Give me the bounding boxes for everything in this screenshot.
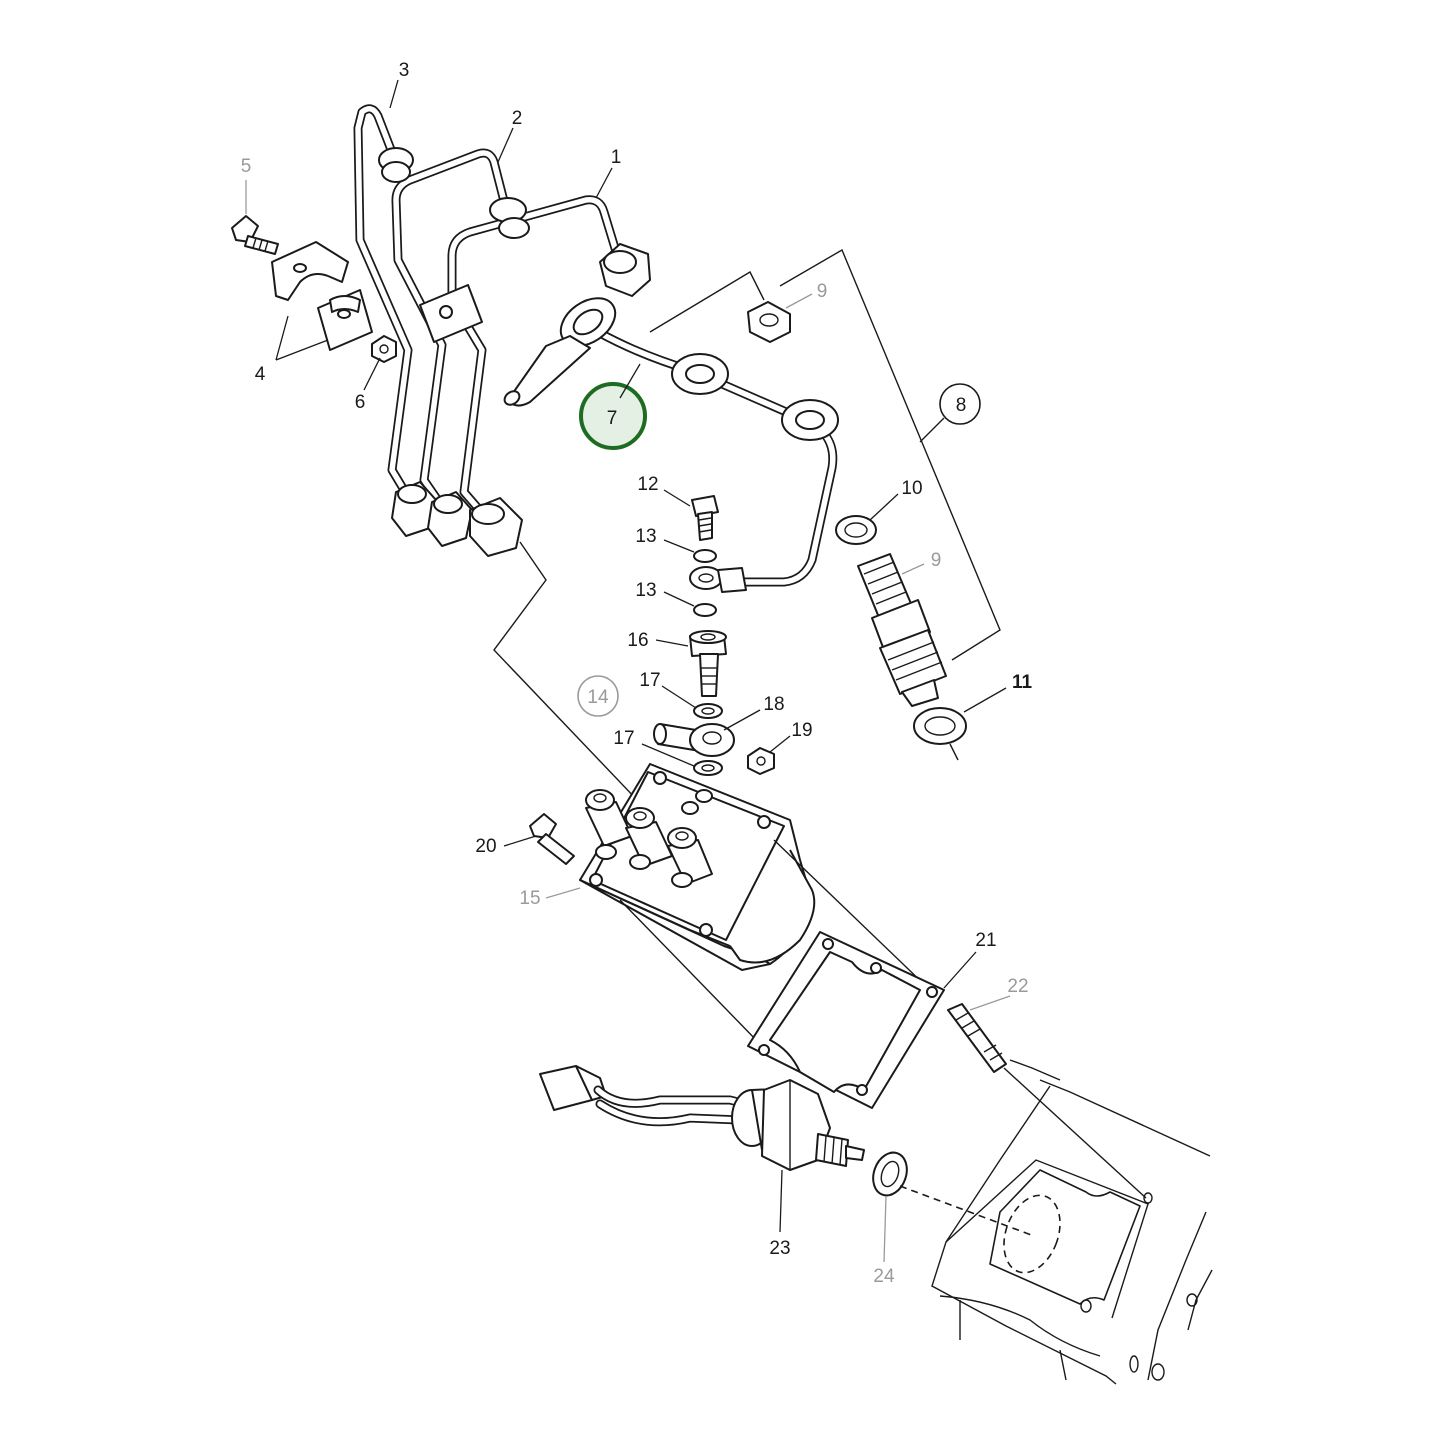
- callout-22: 22: [1007, 976, 1028, 997]
- callout-20: 20: [475, 836, 496, 857]
- injector-body: [857, 553, 947, 707]
- assembly-line: [619, 899, 761, 1045]
- bolt-12: [691, 495, 719, 517]
- callout-24: 24: [873, 1266, 895, 1287]
- stop-solenoid[interactable]: [539, 1065, 865, 1171]
- banjo-fitting-18: [653, 723, 735, 757]
- group-bracket-14: [493, 541, 661, 825]
- callout-15: 15: [519, 888, 540, 909]
- callout-circle-8: [939, 383, 981, 425]
- callout-16: 16: [627, 630, 648, 651]
- banjo-bolt-16: [689, 630, 727, 697]
- banjo-stack[interactable]: [653, 495, 775, 776]
- callout-10: 10: [901, 478, 922, 499]
- callout-11: 11: [1012, 672, 1033, 693]
- callout-17-upper: 17: [639, 670, 660, 691]
- washer-13-lower: [693, 603, 717, 617]
- washer-17-upper: [693, 703, 723, 719]
- assembly-line: [773, 839, 931, 991]
- leader-lines: [245, 79, 1011, 1263]
- callout-14: 14: [587, 687, 609, 708]
- callout-labels: 3 2 1 5 4 6 7 9 8 10 9 11 12 13 13 16 14…: [241, 60, 1033, 1287]
- solenoid-washer-24[interactable]: [867, 1148, 912, 1200]
- group-bracket-9: [649, 271, 765, 333]
- callout-13-lower: 13: [635, 580, 656, 601]
- pipe-nut-upper: [378, 147, 651, 297]
- clamp-bolt: [231, 215, 279, 255]
- callout-9-lower: 9: [931, 550, 942, 571]
- injector-washer-lower: [913, 707, 967, 745]
- callout-21: 21: [975, 930, 996, 951]
- callout-4: 4: [255, 364, 266, 385]
- stud-22[interactable]: [947, 1003, 1147, 1199]
- callout-5: 5: [241, 156, 252, 177]
- pump-bolt-20: [529, 813, 575, 865]
- callout-9-upper: 9: [817, 281, 828, 302]
- group-bracket-8: [779, 248, 1001, 661]
- callout-19: 19: [791, 720, 812, 741]
- callout-1: 1: [611, 147, 622, 168]
- clamp-hole: [439, 305, 453, 319]
- callout-23: 23: [769, 1238, 790, 1259]
- injector-nut: [747, 301, 791, 343]
- leader-7: [619, 363, 641, 399]
- callout-12: 12: [637, 474, 658, 495]
- callout-17-lower: 17: [613, 728, 634, 749]
- pipe-clamp-assembly[interactable]: [231, 215, 397, 363]
- injector-washer-upper: [835, 515, 877, 545]
- pipe-nut-lower: [391, 481, 523, 557]
- callout-6: 6: [355, 392, 366, 413]
- nut-19: [747, 747, 775, 775]
- washer-17-lower: [693, 760, 723, 776]
- delivery-valve-holders: [585, 789, 713, 888]
- leak-off-pipe[interactable]: [502, 288, 839, 593]
- callout-13-upper: 13: [635, 526, 656, 547]
- highlight-ring-7: [579, 382, 647, 450]
- injection-pipes[interactable]: [353, 104, 651, 557]
- engine-block-mount: [899, 1059, 1213, 1385]
- clamp-upper-half: [271, 241, 349, 301]
- leader-8: [919, 417, 945, 443]
- callout-circle-14: [577, 675, 619, 717]
- washer-13-upper: [693, 549, 717, 563]
- injection-pump-body[interactable]: [529, 763, 816, 971]
- clamp-nut: [371, 335, 397, 363]
- callout-8: 8: [956, 395, 967, 416]
- callout-18: 18: [763, 694, 784, 715]
- callout-7: 7: [607, 408, 618, 429]
- pump-gasket[interactable]: [747, 931, 945, 1109]
- callout-2: 2: [512, 108, 523, 129]
- callout-3: 3: [399, 60, 410, 81]
- injector-assembly[interactable]: [649, 248, 1001, 761]
